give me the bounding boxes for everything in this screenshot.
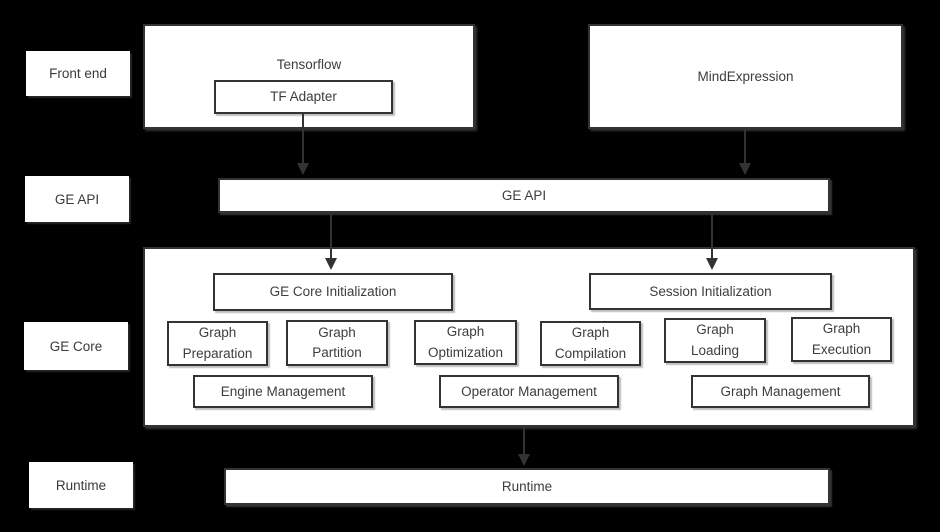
box-ge-api-bar: GE API bbox=[218, 178, 830, 213]
box-session-initialization: Session Initialization bbox=[589, 273, 832, 310]
row-label-runtime: Runtime bbox=[29, 462, 133, 508]
tensorflow-title: Tensorflow bbox=[276, 57, 342, 72]
box-tf-adapter: TF Adapter bbox=[214, 80, 393, 114]
box-operator-management: Operator Management bbox=[439, 375, 619, 408]
arrow-head-icon bbox=[518, 454, 530, 466]
box-graph-loading: Graph Loading bbox=[664, 318, 766, 363]
row-label-ge-core: GE Core bbox=[24, 322, 128, 370]
box-runtime-bar: Runtime bbox=[224, 468, 830, 505]
box-graph-partition: Graph Partition bbox=[286, 320, 388, 366]
arrow-line bbox=[744, 129, 746, 164]
arrow-line bbox=[523, 427, 525, 455]
arrow-head-icon bbox=[325, 258, 337, 270]
arrow-line bbox=[330, 213, 332, 259]
arrow-head-icon bbox=[739, 163, 751, 175]
arrow-head-icon bbox=[297, 163, 309, 175]
box-graph-compilation-label: Graph Compilation bbox=[554, 325, 627, 361]
box-ge-core-initialization: GE Core Initialization bbox=[213, 273, 453, 311]
box-mindexpression: MindExpression bbox=[588, 24, 903, 129]
box-graph-optimization: Graph Optimization bbox=[414, 320, 517, 365]
box-graph-optimization-label: Graph Optimization bbox=[427, 324, 504, 360]
box-graph-execution: Graph Execution bbox=[791, 317, 892, 362]
arrow-head-icon bbox=[706, 258, 718, 270]
box-graph-execution-label: Graph Execution bbox=[811, 321, 872, 357]
box-graph-partition-label: Graph Partition bbox=[312, 324, 362, 360]
arrow-line bbox=[711, 213, 713, 259]
row-label-front-end: Front end bbox=[26, 51, 130, 96]
box-graph-preparation-label: Graph Preparation bbox=[182, 325, 253, 361]
box-graph-management: Graph Management bbox=[691, 375, 870, 408]
box-graph-preparation: Graph Preparation bbox=[167, 321, 268, 366]
box-graph-compilation: Graph Compilation bbox=[540, 321, 641, 366]
box-engine-management: Engine Management bbox=[193, 375, 373, 408]
arrow-line bbox=[302, 114, 304, 164]
row-label-ge-api: GE API bbox=[25, 176, 129, 222]
box-graph-loading-label: Graph Loading bbox=[690, 322, 740, 358]
